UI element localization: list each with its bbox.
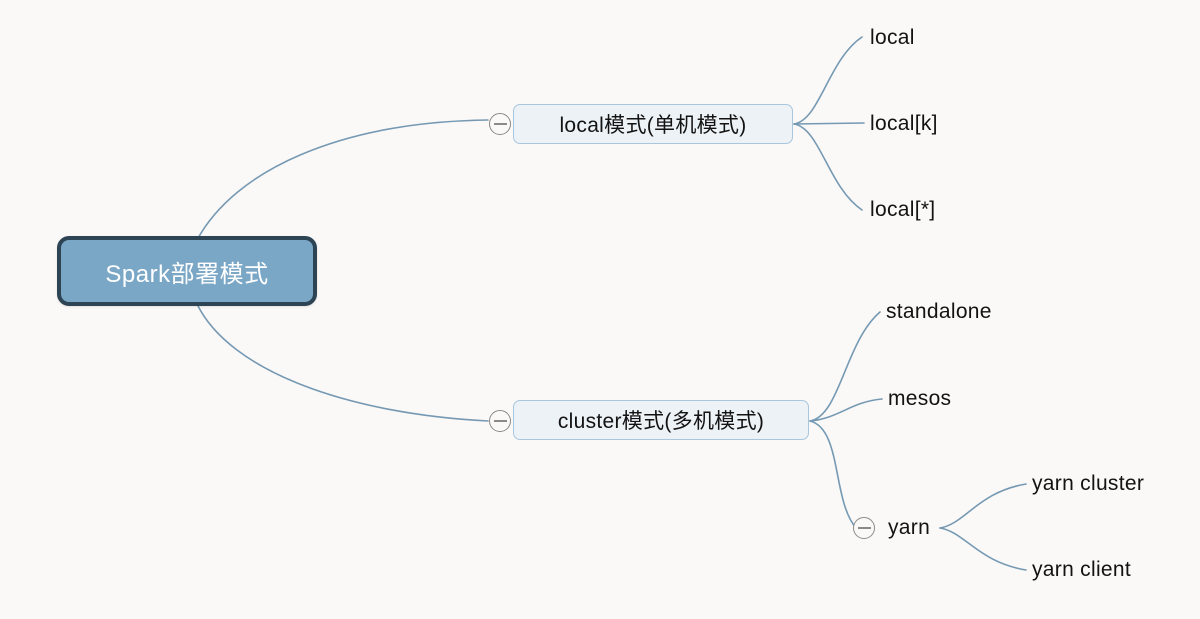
- edge-root-to-cluster: [196, 303, 489, 422]
- edge-local-to-localstar: [793, 123, 863, 211]
- edge-cluster-to-standalone: [809, 311, 881, 422]
- leaf-yarn-cluster[interactable]: yarn cluster: [1032, 472, 1145, 495]
- edge-root-to-local: [196, 119, 489, 241]
- leaf-local[interactable]: local: [870, 26, 915, 49]
- branch-node-local-label: local模式(单机模式): [559, 114, 747, 137]
- root-node-label: Spark部署模式: [105, 260, 269, 288]
- collapse-toggle-yarn[interactable]: [853, 517, 875, 539]
- branch-node-cluster-label: cluster模式(多机模式): [557, 410, 765, 433]
- branch-node-local[interactable]: local模式(单机模式): [513, 104, 793, 144]
- edge-cluster-to-mesos: [809, 398, 883, 422]
- collapse-toggle-cluster[interactable]: [489, 410, 511, 432]
- leaf-mesos[interactable]: mesos: [888, 387, 952, 410]
- leaf-local-star[interactable]: local[*]: [870, 198, 936, 221]
- leaf-yarn[interactable]: yarn: [888, 516, 931, 539]
- leaf-standalone[interactable]: standalone: [886, 300, 992, 323]
- edge-cluster-to-yarn: [809, 420, 857, 529]
- root-node[interactable]: Spark部署模式: [57, 236, 317, 306]
- edge-local-to-localk: [793, 122, 865, 125]
- leaf-yarn-client[interactable]: yarn client: [1032, 558, 1132, 581]
- edge-yarn-to-yarncluster: [939, 483, 1027, 529]
- collapse-toggle-local[interactable]: [489, 113, 511, 135]
- edge-local-to-local: [793, 36, 863, 125]
- edge-yarn-to-yarnclient: [939, 527, 1027, 571]
- branch-node-cluster[interactable]: cluster模式(多机模式): [513, 400, 809, 440]
- leaf-local-k[interactable]: local[k]: [870, 112, 938, 135]
